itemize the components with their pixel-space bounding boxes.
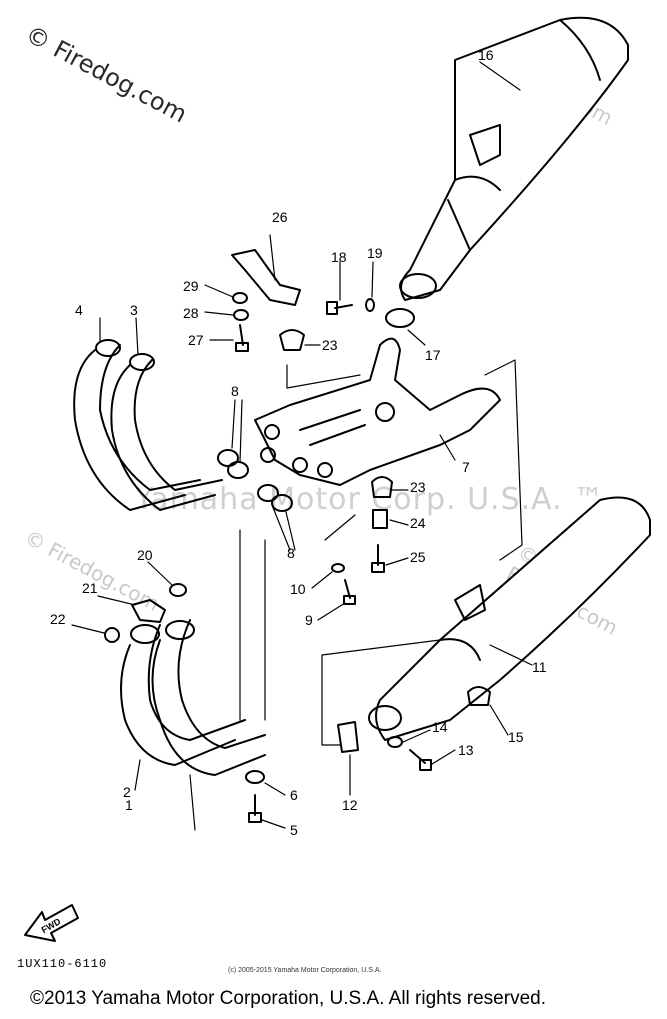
washer-20[interactable] — [169, 583, 187, 597]
exhaust-pipe-1[interactable] — [151, 619, 266, 776]
nut-29[interactable] — [232, 292, 248, 304]
clamp-21[interactable] — [131, 599, 166, 623]
bolt-25[interactable] — [371, 544, 385, 573]
washer-10[interactable] — [331, 563, 345, 573]
label-21: 21 — [82, 580, 98, 596]
washer-19[interactable] — [365, 298, 375, 312]
bolt-5[interactable] — [248, 794, 262, 823]
label-7: 7 — [462, 459, 470, 475]
label-11: 11 — [532, 659, 547, 675]
bolt-27[interactable] — [235, 324, 249, 352]
label-27: 27 — [188, 332, 204, 348]
label-23a: 23 — [322, 337, 338, 353]
diagram-code: 1UX110-6110 — [17, 957, 108, 971]
label-5: 5 — [290, 822, 298, 838]
label-2: 2 — [123, 784, 131, 800]
muffler-11[interactable] — [368, 496, 651, 741]
bolt-18[interactable] — [326, 301, 353, 315]
assembly-outlines — [239, 359, 523, 746]
label-12: 12 — [342, 797, 358, 813]
footer-copyright: ©2013 Yamaha Motor Corporation, U.S.A. A… — [30, 988, 546, 1009]
label-10: 10 — [290, 581, 306, 597]
label-19: 19 — [367, 245, 383, 261]
label-24: 24 — [410, 515, 426, 531]
small-copyright: (c) 2005-2015 Yamaha Motor Corporation, … — [228, 967, 382, 974]
label-17: 17 — [425, 347, 441, 363]
label-25: 25 — [410, 549, 426, 565]
label-20: 20 — [137, 547, 153, 563]
label-1: 1 — [125, 797, 133, 813]
part-labels: 1 2 3 4 5 6 7 8 8 9 10 11 12 13 14 15 16… — [40, 47, 547, 935]
damper-15[interactable] — [467, 686, 491, 706]
damper-23-lower[interactable] — [371, 476, 393, 498]
label-15: 15 — [508, 729, 524, 745]
label-3: 3 — [130, 302, 138, 318]
gasket-8-lower[interactable] — [257, 484, 293, 512]
fwd-arrow-icon — [24, 904, 79, 942]
exhaust-pipe-2[interactable] — [120, 624, 246, 766]
nut-22[interactable] — [104, 627, 120, 643]
label-28: 28 — [183, 305, 199, 321]
washer-28[interactable] — [233, 309, 249, 321]
exhaust-pipe-4[interactable] — [73, 339, 201, 511]
washer-6[interactable] — [245, 770, 265, 784]
collector-7[interactable] — [254, 337, 501, 486]
label-8a: 8 — [231, 383, 239, 399]
label-18: 18 — [331, 249, 347, 265]
bolt-9[interactable] — [343, 579, 356, 605]
label-16: 16 — [478, 47, 494, 63]
washer-14[interactable] — [387, 736, 403, 748]
collar-24[interactable] — [372, 509, 388, 529]
label-6: 6 — [290, 787, 298, 803]
label-14: 14 — [432, 719, 448, 735]
damper-23-upper[interactable] — [279, 329, 305, 351]
muffler-16[interactable] — [399, 16, 629, 301]
bracket-26[interactable] — [231, 249, 301, 306]
leader-lines — [71, 61, 533, 831]
gasket-12[interactable] — [337, 721, 359, 753]
label-4: 4 — [75, 302, 83, 318]
yamaha-watermark-center: Yamaha Motor Corp. U.S.A. ™ — [135, 482, 605, 517]
label-8b: 8 — [287, 545, 295, 561]
label-26: 26 — [272, 209, 288, 225]
label-23b: 23 — [410, 479, 426, 495]
exhaust-pipe-3[interactable] — [110, 353, 223, 511]
gasket-8-upper[interactable] — [217, 449, 249, 479]
label-29: 29 — [183, 278, 199, 294]
label-9: 9 — [305, 612, 313, 628]
gasket-17[interactable] — [385, 308, 415, 328]
label-22: 22 — [50, 611, 66, 627]
label-13: 13 — [458, 742, 474, 758]
bolt-13[interactable] — [409, 749, 432, 771]
